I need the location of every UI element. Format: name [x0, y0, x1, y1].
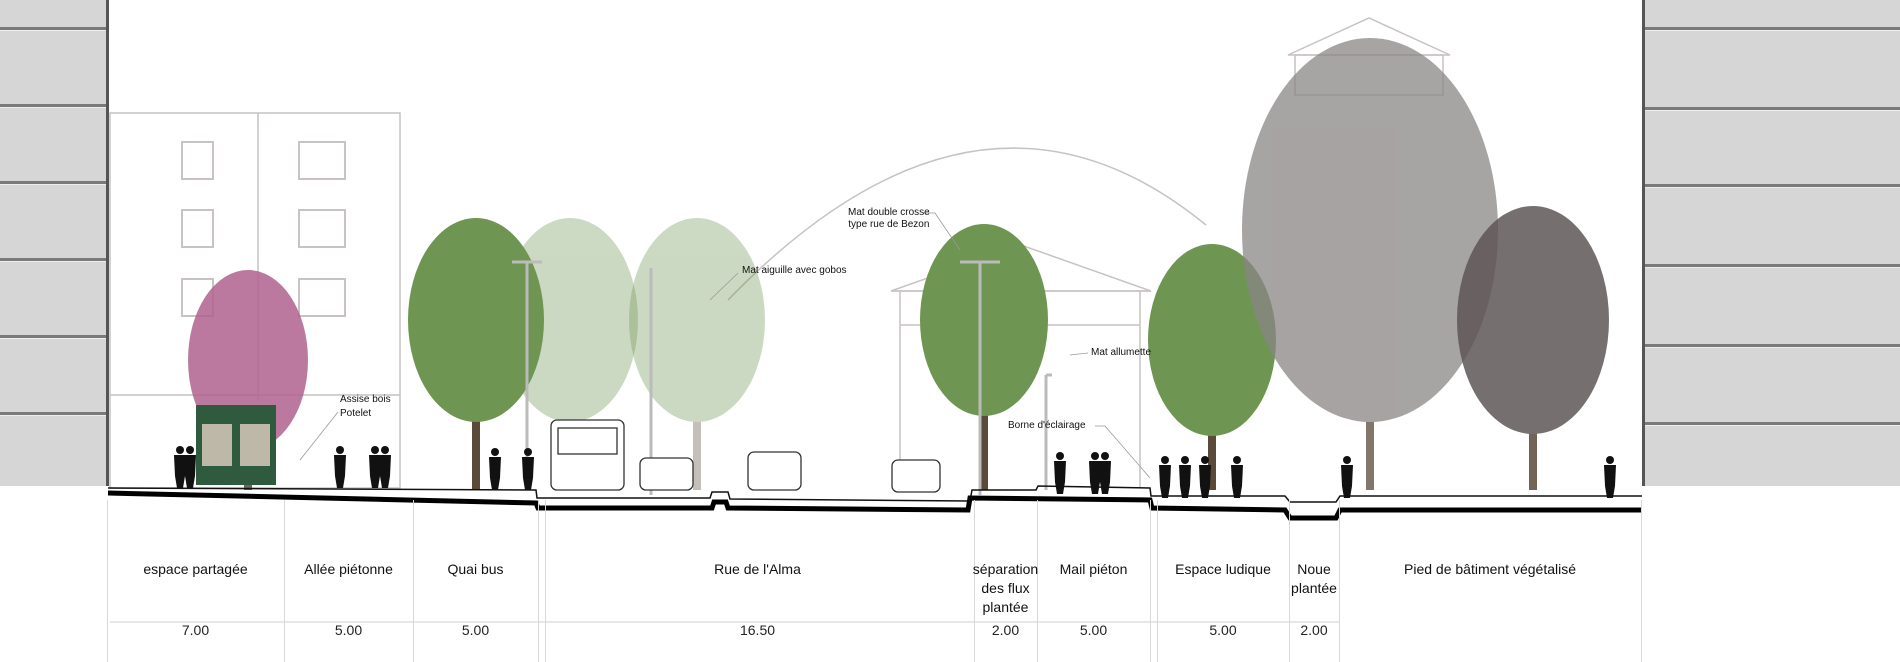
person-silhouette: [1159, 456, 1171, 498]
zone-label-line: des flux: [981, 580, 1030, 596]
kiosk: [196, 405, 276, 485]
arc-outline: [727, 147, 1207, 301]
panel-divider: [0, 258, 106, 262]
person-silhouette: [1179, 456, 1191, 498]
zone-divider: [1641, 500, 1642, 662]
car: [891, 459, 941, 493]
annotation-leaders: [299, 212, 1151, 479]
tree: [1148, 244, 1276, 490]
annotation-mat-aiguille: Mat aiguille avec gobos: [742, 265, 847, 276]
annotation-mat-double-crosse: Mat double crosse type rue de Bezon: [848, 207, 930, 231]
annotation-borne-eclairage: Borne d'éclairage: [1008, 420, 1086, 431]
person-silhouette: [334, 446, 346, 488]
panel-divider: [0, 27, 106, 31]
zone-divider: [1157, 500, 1158, 662]
zone-label: Espace ludique: [1175, 561, 1271, 577]
tree: [408, 218, 544, 490]
zone-divider: [1289, 500, 1290, 662]
panel-divider: [1645, 422, 1900, 426]
ground-section: [107, 485, 1642, 623]
person-silhouette: [174, 446, 186, 488]
panel-divider: [1645, 344, 1900, 348]
left-side-panel: [0, 0, 109, 486]
zone-divider: [545, 500, 546, 662]
annotation-mat-allumette: Mat allumette: [1091, 347, 1152, 358]
zone-label-line: Noue: [1297, 561, 1331, 577]
zone-label: espace partagée: [143, 561, 248, 577]
person-silhouette: [1341, 456, 1353, 498]
zone-label-line: séparation: [972, 561, 1039, 577]
zone-width: 5.00: [334, 622, 363, 638]
panel-divider: [1645, 107, 1900, 111]
zone-divider: [1037, 500, 1038, 662]
zone-label-line: plantée: [1291, 580, 1337, 596]
zone-label: séparation des flux plantée: [973, 560, 1038, 617]
annotation-assise-bois: Assise bois: [340, 394, 391, 405]
panel-divider: [0, 335, 106, 339]
annotation-line: type rue de Bezon: [848, 219, 930, 230]
zone-divider: [413, 500, 414, 662]
person-silhouette: [379, 446, 391, 488]
car: [747, 451, 802, 491]
zone-width: 2.00: [991, 622, 1020, 638]
zone-width: 16.50: [739, 622, 776, 638]
zone-label: Allée piétonne: [304, 561, 393, 577]
annotation-line: Mat double crosse: [848, 207, 930, 218]
zone-width: 5.00: [1209, 622, 1237, 638]
zone-divider: [1339, 500, 1340, 662]
zone-width: 2.00: [1300, 622, 1328, 638]
zone-divider: [538, 500, 539, 662]
zone-divider: [107, 500, 108, 662]
panel-divider: [1645, 184, 1900, 188]
zone-width: 7.00: [181, 622, 210, 638]
person-silhouette: [522, 448, 534, 490]
panel-divider: [0, 412, 106, 416]
zone-label: Mail piéton: [1059, 561, 1128, 577]
zone-label: Quai bus: [447, 561, 504, 577]
zone-divider: [284, 500, 285, 662]
tree: [920, 224, 1048, 490]
tree: [1242, 38, 1498, 490]
panel-divider: [0, 181, 106, 185]
tree: [629, 218, 765, 490]
tree: [1457, 206, 1609, 490]
zone-label: Rue de l'Alma: [714, 561, 801, 577]
person-silhouette: [1199, 456, 1211, 498]
zone-label: Noue plantée: [1291, 560, 1337, 598]
zone-width: 5.00: [1079, 622, 1108, 638]
panel-divider: [0, 104, 106, 108]
panel-divider: [1645, 264, 1900, 268]
vehicles: [550, 419, 941, 493]
person-silhouette: [1054, 452, 1066, 494]
person-silhouette: [184, 446, 196, 488]
person-silhouette: [1099, 452, 1111, 494]
person-silhouette: [1604, 456, 1616, 498]
tree: [502, 218, 638, 490]
person-silhouette: [369, 446, 381, 488]
person-silhouette: [489, 448, 501, 490]
zone-label: Pied de bâtiment végétalisé: [1404, 561, 1576, 577]
right-side-panel: [1642, 0, 1900, 486]
car: [639, 457, 694, 491]
annotation-potelet: Potelet: [340, 408, 372, 419]
zone-divider: [1150, 500, 1151, 662]
panel-divider: [1645, 27, 1900, 31]
person-silhouette: [1089, 452, 1101, 494]
person-silhouette: [1231, 456, 1243, 498]
zone-label-line: plantée: [982, 599, 1029, 615]
zone-divider: [974, 500, 975, 662]
zone-width: 5.00: [461, 622, 490, 638]
